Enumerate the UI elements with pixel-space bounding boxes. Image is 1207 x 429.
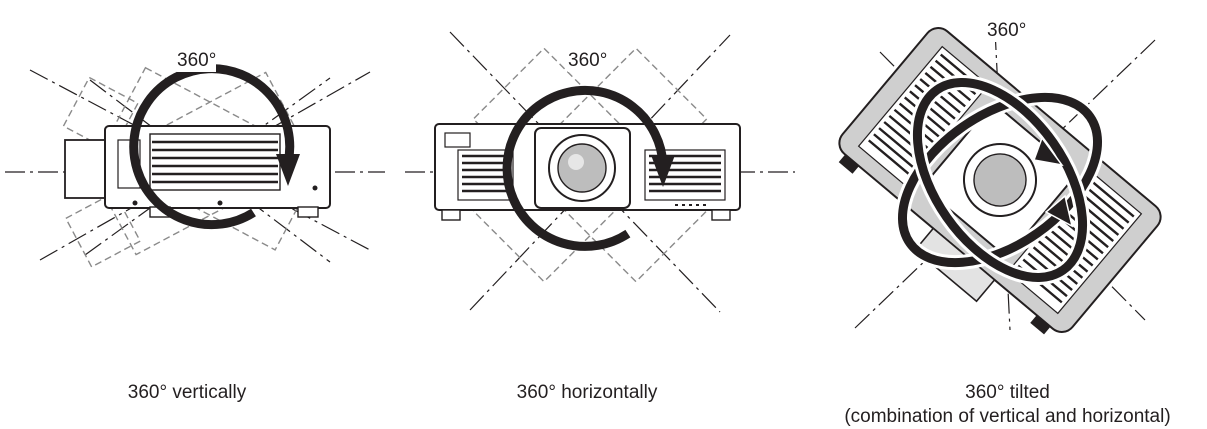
rotation-arrow [129, 64, 300, 230]
panel-tilted-rotation: 360° [810, 0, 1207, 345]
angle-label-tilted: 360° [987, 20, 1039, 42]
caption-horizontal: 360° horizontally [516, 382, 658, 403]
rotation-arrow [502, 85, 675, 251]
rotation-arrows [894, 74, 1106, 286]
panel-vertical-rotation: 360° [0, 0, 390, 345]
caption-vertical: 360° vertically [127, 382, 247, 403]
projector-side-view [64, 125, 331, 218]
projector-tilted-view [838, 27, 1162, 335]
caption-tilted-line1: 360° tilted [965, 382, 1050, 403]
tilted-rotation-illustration [838, 27, 1162, 335]
panel-horizontal-rotation: 360° [400, 0, 800, 345]
vertical-rotation-illustration [5, 64, 385, 268]
projector-front-view [434, 123, 741, 221]
angle-label-vertical: 360° [177, 50, 217, 72]
horizontal-rotation-illustration [405, 31, 795, 313]
caption-tilted-line2: (combination of vertical and horizontal) [844, 406, 1171, 427]
angle-label-horizontal: 360° [568, 50, 608, 72]
caption-tilted: 360° tilted (combination of vertical and… [808, 381, 1207, 429]
